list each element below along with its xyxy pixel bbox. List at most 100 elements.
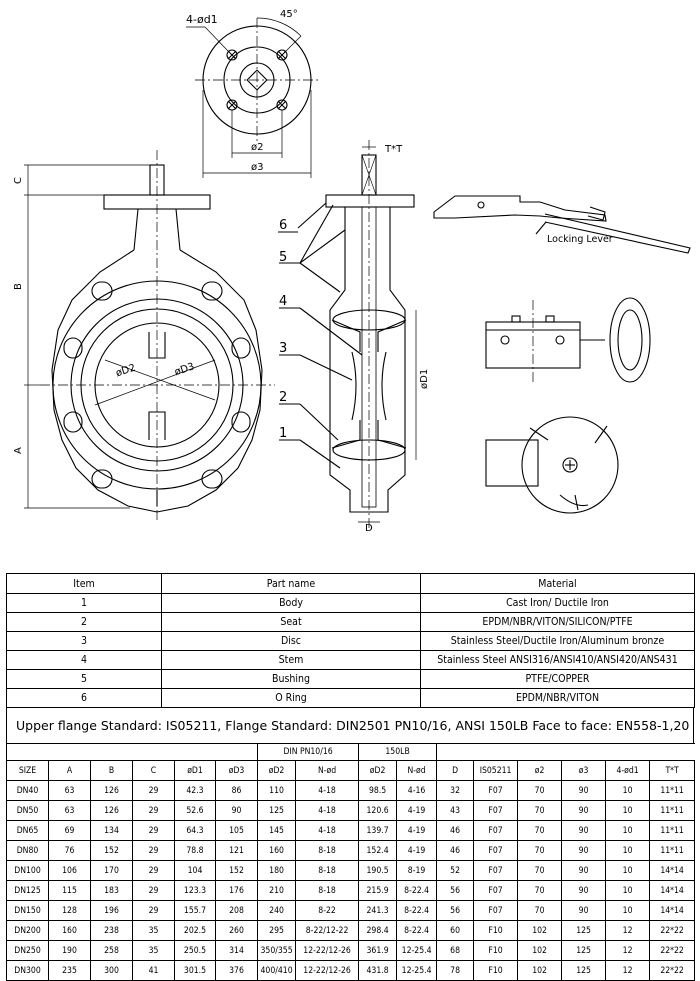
dims-cell: 22*22 — [649, 960, 696, 981]
dims-cell: 4-19 — [396, 820, 438, 841]
dims-cell: 8-18 — [295, 840, 360, 861]
phi2-label: ø2 — [251, 142, 263, 153]
dims-cell: 125 — [561, 960, 607, 981]
parts-material-cell: EPDM/NBR/VITON — [420, 688, 695, 708]
od1-label: øD1 — [419, 369, 430, 389]
dims-cell: 152.4 — [358, 840, 398, 861]
dims-cell: 90 — [561, 780, 607, 801]
dims-cell: 8-22.4 — [396, 880, 438, 901]
dims-cell: 196 — [90, 900, 133, 921]
dims-header-cell: SIZE — [6, 760, 49, 781]
dims-cell: 10 — [605, 880, 651, 901]
dims-cell: 22*22 — [649, 920, 696, 941]
dims-cell: 10 — [605, 800, 651, 821]
parts-header-name: Part name — [161, 573, 421, 594]
dims-cell: 64.3 — [174, 820, 216, 841]
dims-cell: 41 — [132, 960, 175, 981]
dims-cell: F07 — [473, 900, 519, 921]
dims-cell: 180 — [257, 860, 297, 881]
dims-cell: 160 — [48, 920, 91, 941]
dims-cell: 376 — [214, 960, 259, 981]
dims-cell: 70 — [517, 880, 563, 901]
dims-cell: 301.5 — [174, 960, 216, 981]
dims-cell: 8-22.4 — [396, 900, 438, 921]
dims-cell: 29 — [132, 840, 175, 861]
dims-cell: 258 — [90, 940, 133, 961]
dims-cell: F07 — [473, 880, 519, 901]
dims-cell: 210 — [257, 880, 297, 901]
dims-cell: 60 — [436, 920, 475, 941]
dims-cell: 14*14 — [649, 860, 696, 881]
dims-cell: DN40 — [6, 780, 49, 801]
dims-cell: 102 — [517, 940, 563, 961]
dims-cell: 11*11 — [649, 820, 696, 841]
dims-cell: 361.9 — [358, 940, 398, 961]
dims-cell: 128 — [48, 900, 91, 921]
dims-cell: 12-22/12-26 — [295, 960, 360, 981]
bolt-holes-label: 4-ød1 — [186, 13, 218, 26]
dims-cell: 120.6 — [358, 800, 398, 821]
parts-item-cell: 2 — [6, 612, 162, 632]
dims-cell: 29 — [132, 800, 175, 821]
angle-label: 45° — [280, 9, 298, 20]
dims-cell: 215.9 — [358, 880, 398, 901]
dims-cell: 295 — [257, 920, 297, 941]
dims-cell: F10 — [473, 960, 519, 981]
dims-cell: 46 — [436, 820, 475, 841]
parts-header-row: Item Part name Material — [6, 573, 695, 594]
dims-cell: 10 — [605, 820, 651, 841]
dims-cell: 78 — [436, 960, 475, 981]
dims-cell: 202.5 — [174, 920, 216, 941]
callout-4: 4 — [279, 294, 287, 309]
dims-cell: 8-18 — [295, 860, 360, 881]
parts-name-cell: Disc — [161, 631, 421, 651]
parts-name-cell: Stem — [161, 650, 421, 670]
dims-cell: 70 — [517, 860, 563, 881]
dims-cell: 12 — [605, 940, 651, 961]
dims-cell: 176 — [214, 880, 259, 901]
dims-cell: 69 — [48, 820, 91, 841]
parts-name-cell: Seat — [161, 612, 421, 632]
parts-header-item: Item — [6, 573, 162, 594]
dims-cell: 76 — [48, 840, 91, 861]
dims-cell: 90 — [214, 800, 259, 821]
dims-cell: 155.7 — [174, 900, 216, 921]
dims-cell: 32 — [436, 780, 475, 801]
dims-cell: 314 — [214, 940, 259, 961]
dims-header-cell: A — [48, 760, 91, 781]
parts-item-cell: 1 — [6, 593, 162, 613]
locking-lever-label: Locking Lever — [547, 234, 613, 245]
standards-line: Upper flange Standard: IS05211, Flange S… — [6, 708, 694, 743]
callout-3: 3 — [279, 341, 287, 356]
dims-cell: F07 — [473, 780, 519, 801]
dims-cell: 145 — [257, 820, 297, 841]
parts-item-cell: 4 — [6, 650, 162, 670]
group-150lb-header: 150LB — [358, 743, 438, 761]
dims-cell: F10 — [473, 920, 519, 941]
callout-6: 6 — [279, 218, 287, 233]
dims-cell: 56 — [436, 900, 475, 921]
dims-cell: 12-25.4 — [396, 960, 438, 981]
dims-cell: 240 — [257, 900, 297, 921]
dims-cell: 8-22/12-22 — [295, 920, 360, 941]
dims-header-cell: C — [132, 760, 175, 781]
parts-name-cell: O Ring — [161, 688, 421, 708]
parts-name-cell: Body — [161, 593, 421, 613]
dims-cell: 208 — [214, 900, 259, 921]
dims-cell: 125 — [561, 920, 607, 941]
dims-cell: 4-18 — [295, 820, 360, 841]
dims-cell: 152 — [214, 860, 259, 881]
dims-cell: 4-19 — [396, 840, 438, 861]
dims-cell: F07 — [473, 800, 519, 821]
dims-cell: 152 — [90, 840, 133, 861]
parts-header-material: Material — [420, 573, 695, 594]
parts-name-cell: Bushing — [161, 669, 421, 689]
dims-cell: 8-22.4 — [396, 920, 438, 941]
